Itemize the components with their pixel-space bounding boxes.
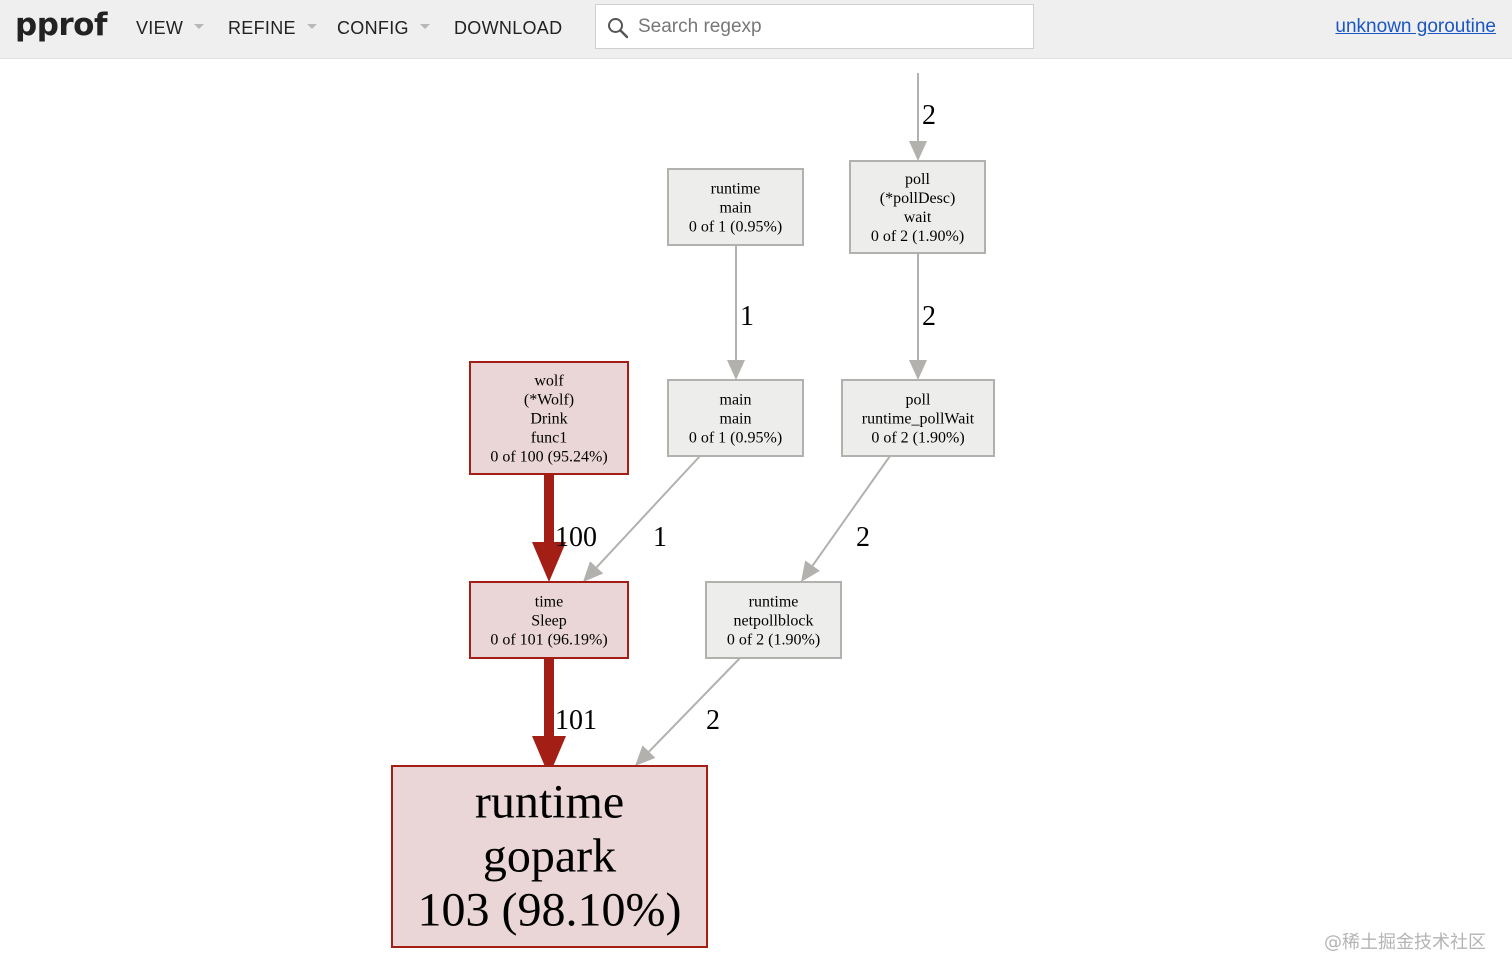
node-label-line: main (720, 391, 752, 408)
node-label-line: wait (904, 209, 932, 226)
download-menu[interactable]: DOWNLOAD (454, 16, 562, 40)
edge-poll_wait-to-poll_pollwait[interactable]: 2 (909, 253, 936, 380)
node-box (705, 581, 842, 659)
node-label-line: (*Wolf) (524, 391, 574, 408)
node-label-line: 0 of 1 (0.95%) (689, 218, 782, 235)
chevron-down-icon (194, 23, 205, 29)
node-label-line: poll (906, 391, 931, 408)
edge-label: 1 (653, 522, 667, 553)
node-wolf_drink[interactable]: wolf (*Wolf) Drink func1 0 of 100 (95.24%) (469, 361, 629, 475)
node-box (469, 361, 629, 475)
node-label-line: main (720, 199, 752, 216)
edge-arrowhead (635, 745, 656, 766)
node-main_main[interactable]: main main 0 of 1 (0.95%) (667, 379, 804, 457)
edge-label: 2 (706, 705, 720, 736)
edge-main_main-to-time_sleep[interactable]: 1 (583, 455, 701, 582)
node-label-line: 103 (98.10%) (418, 884, 682, 937)
search-input[interactable] (636, 11, 1020, 43)
edge-arrowhead (909, 360, 927, 380)
chevron-down-icon (306, 23, 317, 29)
watermark: @稀土掘金技术社区 (1324, 932, 1486, 953)
edge-label: 1 (740, 301, 754, 332)
node-label-line: poll (905, 171, 930, 188)
edge-arrowhead (583, 561, 604, 582)
refine-menu-label: REFINE (228, 18, 296, 38)
node-label-line: netpollblock (734, 612, 814, 629)
edge-arrowhead (532, 542, 566, 582)
edge-line (811, 455, 891, 567)
edge-root-to-poll_wait[interactable]: 2 (909, 73, 936, 161)
node-label-line: 0 of 2 (1.90%) (727, 631, 820, 648)
node-label-line: 0 of 101 (96.19%) (490, 631, 607, 648)
node-label-line: Sleep (531, 612, 567, 629)
node-label-line: runtime (475, 776, 624, 829)
node-label-line: runtime_pollWait (862, 410, 975, 427)
view-menu[interactable]: VIEW (136, 16, 205, 40)
node-label-line: (*pollDesc) (880, 190, 956, 207)
refine-menu[interactable]: REFINE (228, 16, 317, 40)
edge-label: 2 (922, 301, 936, 332)
node-box (841, 379, 995, 457)
node-label-line: func1 (531, 429, 567, 446)
node-label-line: gopark (483, 830, 616, 883)
node-box (667, 379, 804, 457)
node-runtime_main[interactable]: runtime main 0 of 1 (0.95%) (667, 168, 804, 246)
search-icon (608, 18, 629, 39)
edge-netpollblock-to-gopark[interactable]: 2 (635, 657, 741, 766)
node-poll_wait[interactable]: poll (*pollDesc) wait 0 of 2 (1.90%) (849, 160, 986, 254)
edge-label: 100 (555, 522, 597, 553)
node-box (391, 765, 708, 948)
download-menu-label: DOWNLOAD (454, 18, 563, 38)
edge-line (595, 455, 701, 569)
node-box (469, 581, 629, 659)
edge-arrowhead (727, 360, 745, 380)
config-menu[interactable]: CONFIG (337, 16, 430, 40)
search-box[interactable] (595, 4, 1034, 49)
edge-label: 2 (922, 100, 936, 131)
node-label-line: runtime (711, 180, 761, 197)
pprof-logo[interactable]: pprof (15, 7, 107, 43)
node-poll_pollwait[interactable]: poll runtime_pollWait 0 of 2 (1.90%) (841, 379, 995, 457)
top-bar: pprof VIEW REFINE CONFIG DOWNLOAD unknow… (0, 0, 1512, 59)
view-menu-label: VIEW (136, 18, 184, 38)
edge-label: 2 (856, 522, 870, 553)
node-netpollblock[interactable]: runtime netpollblock 0 of 2 (1.90%) (705, 581, 842, 659)
edge-arrowhead (532, 736, 566, 776)
edge-arrowhead (801, 560, 820, 582)
edge-wolf_drink-to-time_sleep[interactable]: 100 (532, 474, 597, 582)
edge-poll_pollwait-to-netpollblock[interactable]: 2 (801, 455, 891, 582)
node-label-line: runtime (749, 593, 799, 610)
node-label-line: time (535, 593, 563, 610)
node-box (667, 168, 804, 246)
edge-arrowhead (909, 141, 927, 161)
config-menu-label: CONFIG (337, 18, 409, 38)
node-label-line: 0 of 100 (95.24%) (490, 448, 607, 465)
node-label-line: wolf (534, 372, 564, 389)
node-label-line: main (720, 410, 752, 427)
chevron-down-icon (419, 23, 430, 29)
node-label-line: 0 of 1 (0.95%) (689, 429, 782, 446)
edge-line (648, 657, 741, 753)
node-box (849, 160, 986, 254)
node-label-line: 0 of 2 (1.90%) (871, 429, 964, 446)
node-label-line: Drink (530, 410, 567, 427)
edge-runtime_main-to-main_main[interactable]: 1 (727, 245, 754, 380)
edge-label: 101 (555, 705, 597, 736)
call-graph[interactable]: 2 1 2 100 1 2 101 2 runtime main 0 of 1 (0.95%) pol… (0, 58, 1512, 977)
node-label-line: 0 of 2 (1.90%) (871, 228, 964, 245)
edge-time_sleep-to-gopark[interactable]: 101 (532, 658, 597, 776)
sample-type-link[interactable]: unknown goroutine (1335, 16, 1496, 37)
